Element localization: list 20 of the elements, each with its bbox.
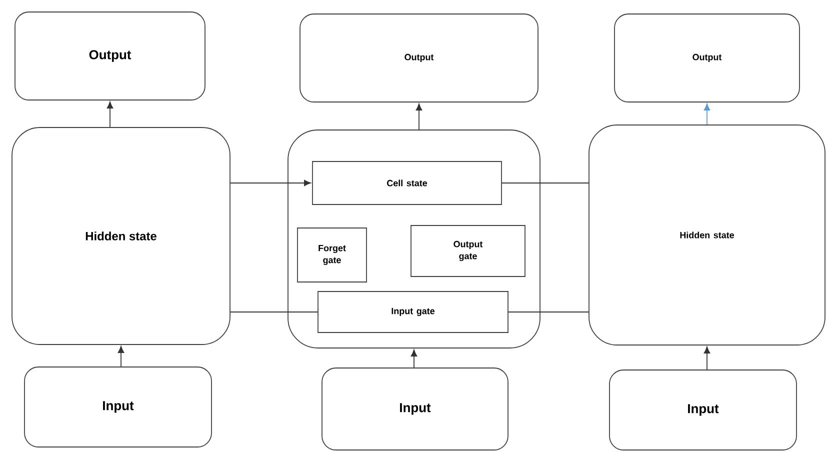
arrow — [704, 346, 710, 370]
state-box: Output — [614, 14, 800, 102]
state-box: Output — [14, 12, 206, 100]
gate-box: Cell state — [312, 161, 502, 205]
arrow — [106, 102, 114, 128]
state-box: Hidden state — [12, 127, 230, 345]
arrow — [704, 104, 710, 125]
arrow — [410, 350, 418, 368]
state-box: Input — [322, 368, 508, 450]
gate-box: Output gate — [410, 225, 526, 277]
arrow — [230, 180, 311, 186]
connector-line — [502, 182, 589, 184]
state-box: Input — [609, 370, 797, 450]
state-box: Input — [24, 366, 212, 448]
state-box: Hidden state — [588, 124, 826, 346]
state-box: Output — [300, 14, 538, 102]
arrow — [416, 104, 422, 130]
gate-box: Input gate — [318, 291, 508, 333]
gate-box: Forget gate — [297, 228, 367, 282]
arrow — [118, 346, 124, 367]
